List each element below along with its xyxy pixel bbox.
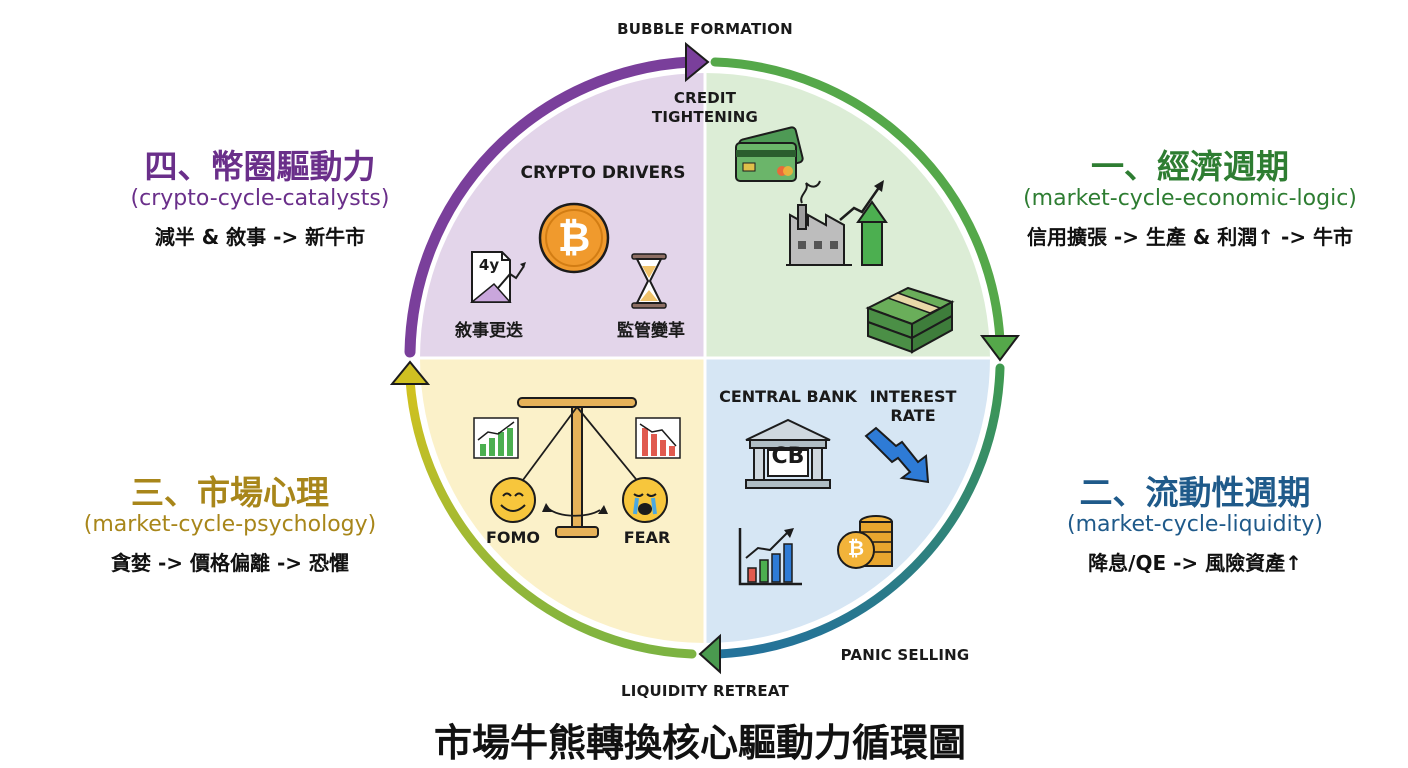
main-title: 市場牛熊轉換核心驅動力循環圖: [433, 721, 966, 765]
falling-rate-icon: [864, 426, 930, 484]
quadrants: [420, 73, 990, 643]
section-crypto: 四、幣圈驅動力 (crypto-cycle-catalysts) 減半 & 敘事…: [70, 140, 450, 250]
label-fear: FEAR: [623, 528, 671, 547]
hourglass-icon: [631, 253, 667, 309]
cycle-arrows: [389, 41, 1020, 675]
arrow-liquidity: [713, 363, 1005, 659]
cash-stack-icon: [865, 286, 955, 354]
label-credit-tightening: CREDIT TIGHTENING: [651, 89, 759, 126]
section-description: 信用擴張 -> 生產 & 利潤↑ -> 牛市: [1026, 225, 1354, 249]
section-economic: 一、經濟週期 (market-cycle-economic-logic) 信用擴…: [990, 140, 1390, 250]
bar-chart-icon: [473, 417, 519, 459]
crying-icon: [622, 477, 668, 523]
smile-icon: [490, 477, 536, 523]
document-icon: [469, 251, 526, 303]
coin-bitcoin-symbol: ₿: [847, 536, 865, 560]
growth-arrow-icon: [839, 180, 888, 266]
label-interest-rate: INTEREST RATE: [869, 387, 957, 425]
coin-stack-icon: [837, 515, 893, 569]
bar-chart-icon: [738, 528, 802, 586]
section-subtitle: (market-cycle-economic-logic): [1023, 186, 1357, 211]
balance-scale-icon: [517, 397, 641, 538]
halving-badge: 4y: [478, 256, 500, 274]
section-liquidity: 二、流動性週期 (market-cycle-liquidity) 降息/QE -…: [1000, 466, 1390, 576]
arrow-head-liquidity: [698, 633, 721, 675]
label-narrative: 敘事更迭: [455, 321, 523, 341]
factory-icon: [786, 180, 852, 266]
section-subtitle: (market-cycle-liquidity): [1067, 512, 1323, 537]
label-crypto-drivers: CRYPTO DRIVERS: [520, 163, 686, 183]
bank-icon: [745, 418, 831, 489]
label-bubble-formation: BUBBLE FORMATION: [617, 20, 793, 38]
bitcoin-symbol: ₿: [557, 215, 591, 261]
section-subtitle: (market-cycle-psychology): [83, 512, 377, 537]
section-title: 四、幣圈驅動力: [144, 147, 376, 186]
arrow-head-economic: [980, 335, 1020, 362]
section-psychology: 三、市場心理 (market-cycle-psychology) 貪婪 -> 價…: [40, 466, 420, 576]
bar-chart-icon: [635, 417, 681, 459]
label-central-bank: CENTRAL BANK: [719, 387, 857, 406]
arrow-head-psychology: [389, 360, 431, 385]
section-title: 三、市場心理: [131, 473, 329, 512]
arrow-head-crypto: [685, 41, 710, 83]
arrow-psychology: [405, 375, 697, 659]
section-description: 減半 & 敘事 -> 新牛市: [154, 225, 366, 249]
label-liquidity-retreat: LIQUIDITY RETREAT: [621, 682, 789, 700]
section-title: 一、經濟週期: [1091, 147, 1289, 186]
section-title: 二、流動性週期: [1079, 473, 1311, 512]
cb-text: CB: [771, 444, 805, 469]
section-description: 降息/QE -> 風險資產↑: [1088, 551, 1302, 575]
credit-card-icon: [735, 126, 804, 182]
label-fomo: FOMO: [485, 528, 541, 547]
arrow-economic: [710, 57, 1005, 345]
label-panic-selling: PANIC SELLING: [840, 646, 970, 664]
bitcoin-icon: [538, 202, 610, 274]
section-description: 貪婪 -> 價格偏離 -> 恐懼: [111, 551, 349, 575]
label-regulation: 監管變革: [617, 321, 685, 341]
section-subtitle: (crypto-cycle-catalysts): [130, 186, 390, 211]
